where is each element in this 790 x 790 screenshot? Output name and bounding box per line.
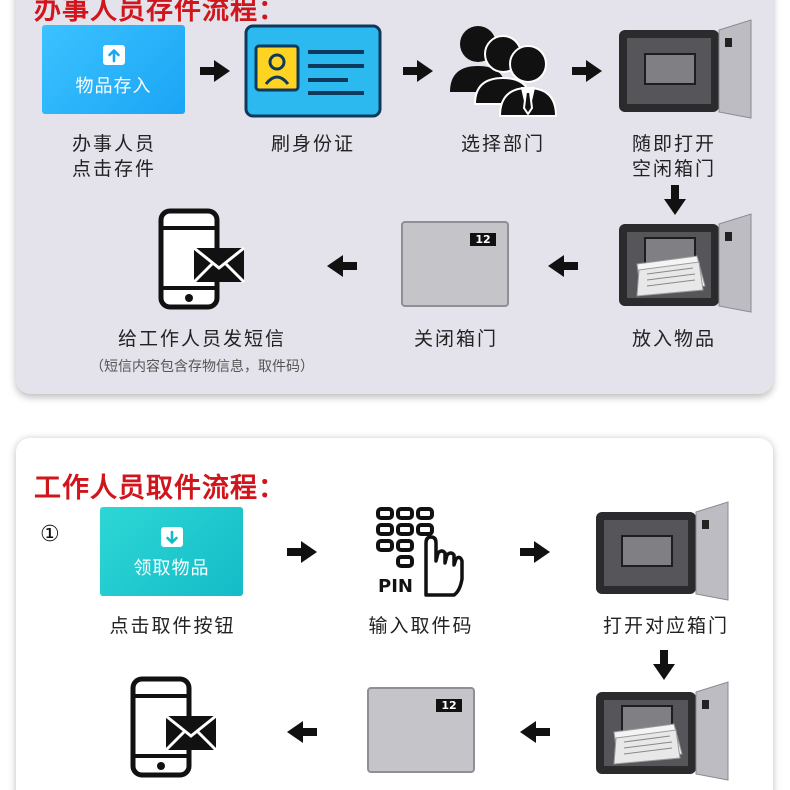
deposit-button[interactable]: 物品存入: [42, 25, 185, 114]
phone-message-icon: [158, 208, 246, 310]
step-label: 关闭箱门: [413, 328, 498, 350]
deposit-flow-title: 办事人员存件流程：: [34, 0, 286, 26]
arrow-right-icon: [520, 541, 550, 563]
closed-locker-icon: 12: [367, 687, 475, 773]
arrow-left-icon: [327, 255, 357, 277]
step-label: 随即打开空闲箱门: [631, 133, 716, 180]
locker-with-items-icon: [596, 681, 729, 781]
locker-with-items-icon: [619, 213, 752, 313]
locker-number: 12: [441, 699, 456, 712]
open-locker-icon: [619, 19, 752, 119]
step-label: 放入物品: [631, 328, 716, 350]
step-label: 给工作人员发短信: [117, 328, 286, 350]
arrow-right-icon: [200, 60, 230, 82]
id-card-icon: [244, 24, 382, 118]
step-label: 打开对应箱门: [602, 615, 729, 637]
arrow-right-icon: [287, 541, 317, 563]
arrow-left-icon: [520, 721, 550, 743]
pin-keypad-icon: PIN: [376, 507, 464, 597]
locker-number: 12: [475, 233, 490, 246]
arrow-right-icon: [572, 60, 602, 82]
pickup-flow-title: 工作人员取件流程：: [34, 473, 286, 504]
step-label: 选择部门: [460, 133, 545, 155]
phone-message-icon: [130, 676, 218, 778]
step-note: （短信内容包含存物信息，取件码）: [90, 359, 314, 375]
download-box-icon: [160, 526, 183, 547]
arrow-down-icon: [653, 650, 675, 680]
people-icon: [450, 26, 558, 117]
step-marker: ①: [40, 522, 60, 547]
pickup-button-label: 领取物品: [133, 557, 210, 579]
open-locker-icon: [596, 501, 729, 601]
arrow-right-icon: [403, 60, 433, 82]
step-label: 输入取件码: [368, 615, 474, 637]
closed-locker-icon: 12: [401, 221, 509, 307]
arrow-left-icon: [548, 255, 578, 277]
arrow-left-icon: [287, 721, 317, 743]
pickup-button[interactable]: 领取物品: [100, 507, 243, 596]
step-label: 刷身份证: [270, 133, 355, 155]
step-label: 办事人员点击存件: [71, 133, 156, 180]
arrow-down-icon: [664, 185, 686, 215]
step-label: 点击取件按钮: [109, 615, 236, 637]
pin-label: PIN: [378, 576, 413, 597]
upload-box-icon: [102, 44, 125, 65]
deposit-button-label: 物品存入: [75, 75, 152, 97]
